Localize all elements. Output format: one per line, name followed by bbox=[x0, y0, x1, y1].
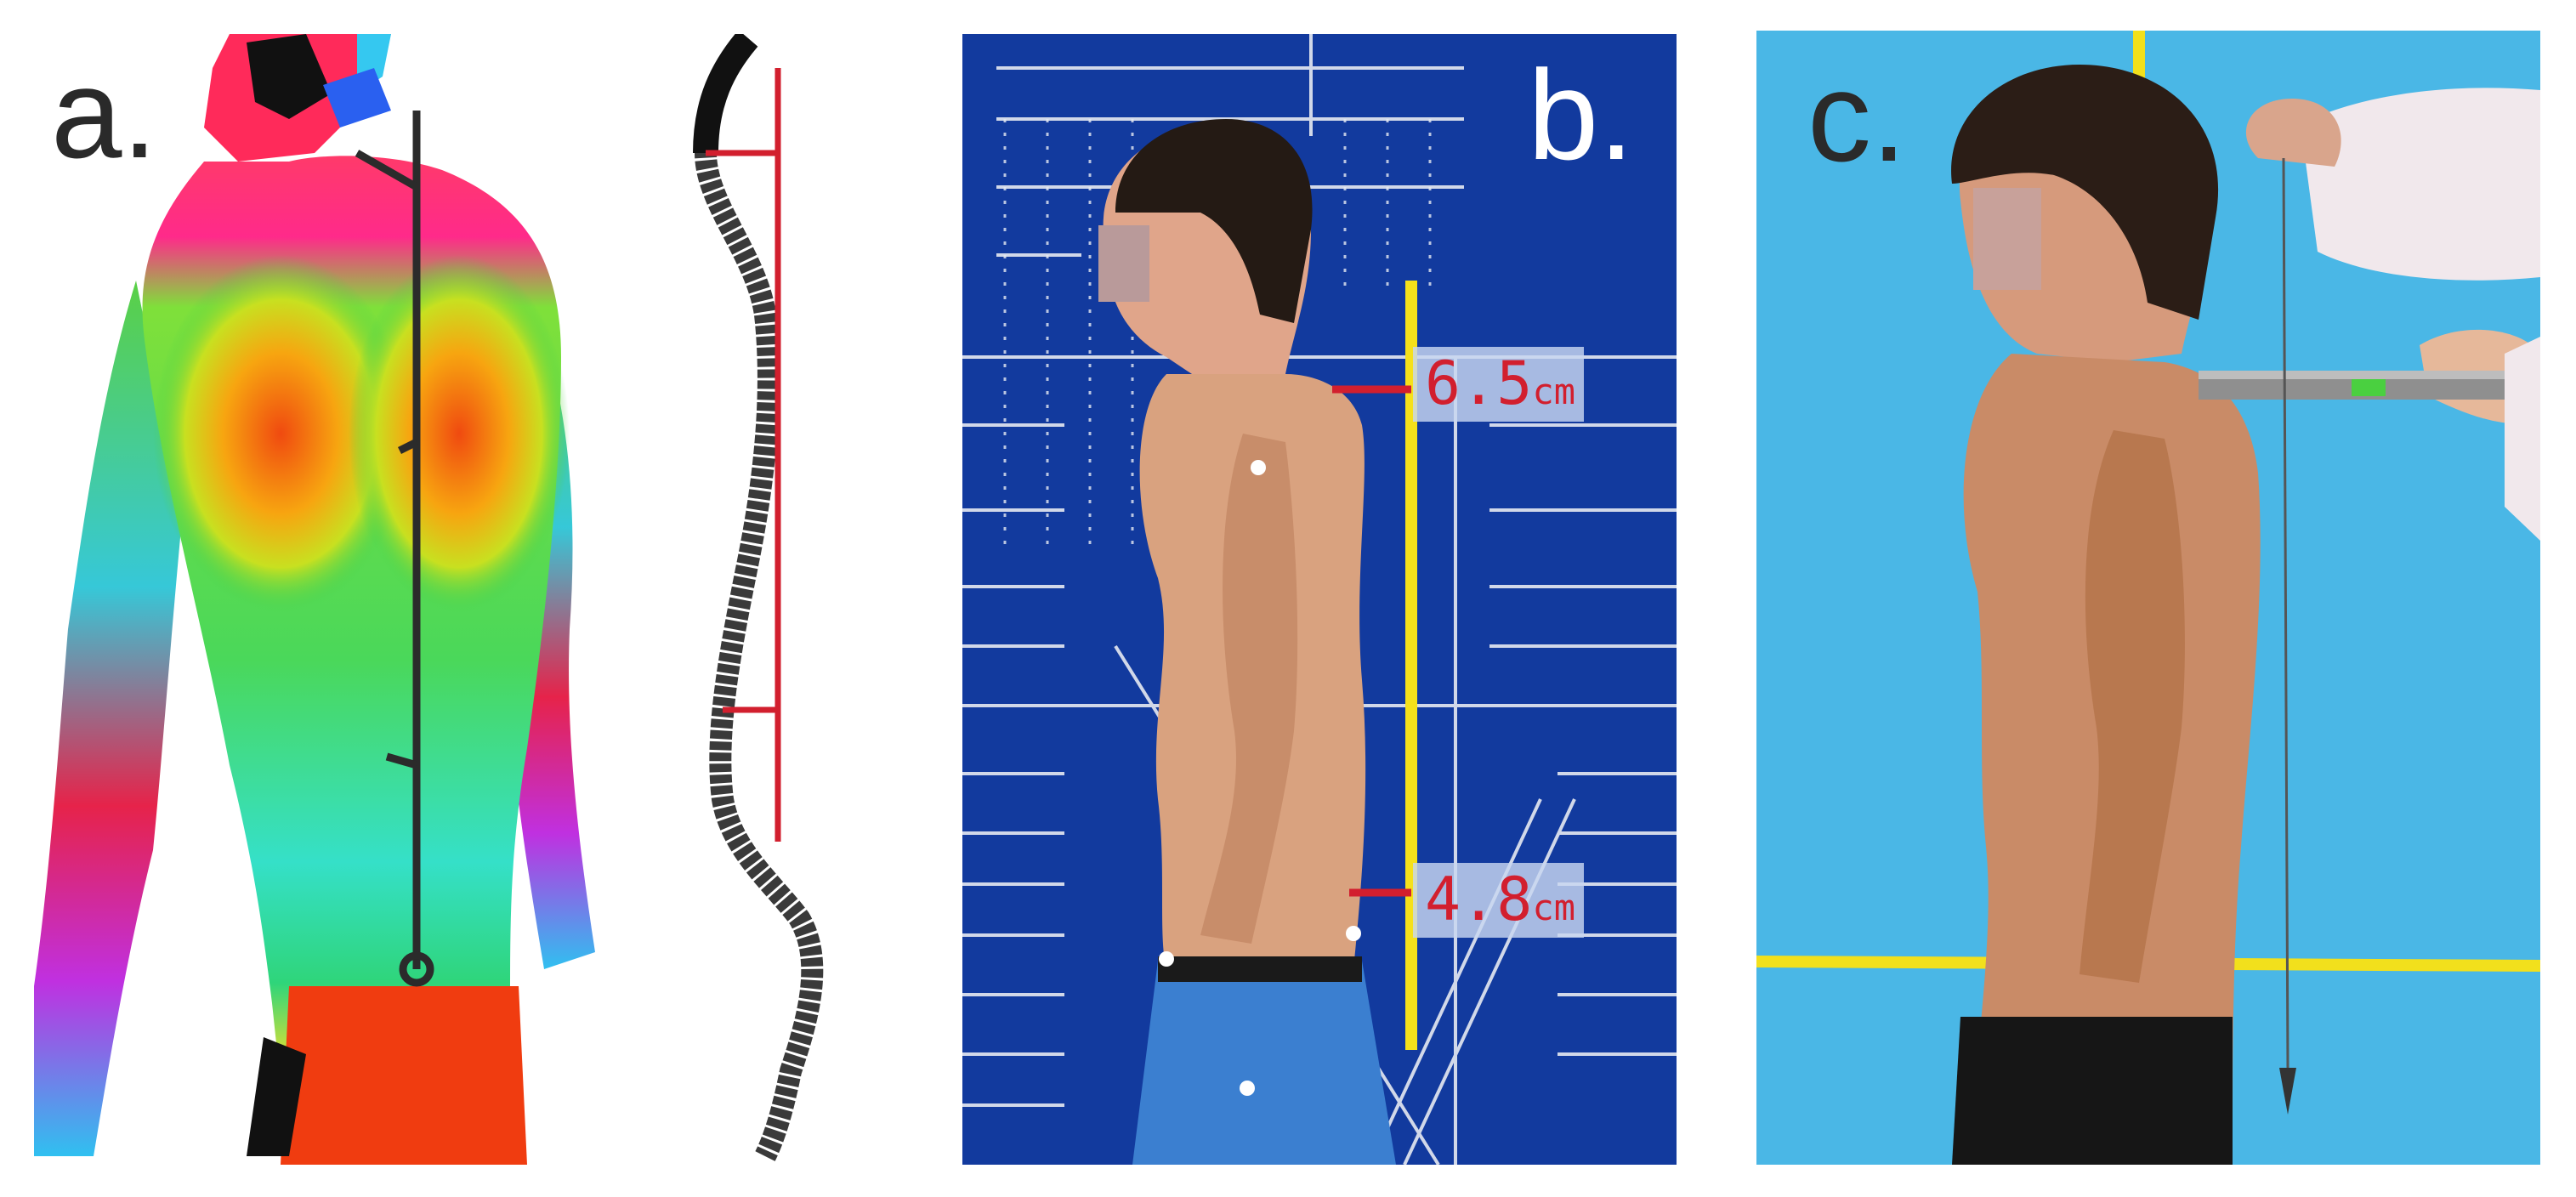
subject-side-profile-c bbox=[1951, 65, 2261, 1165]
ruler bbox=[2199, 371, 2505, 400]
lumbar-distance-unit: cm bbox=[1532, 887, 1576, 928]
subject-side-profile bbox=[1098, 119, 1396, 1165]
plumb-bob bbox=[2279, 157, 2296, 1115]
profile-reference-lines bbox=[706, 68, 781, 842]
panel-c: c. bbox=[1756, 31, 2540, 1165]
head-region bbox=[204, 34, 391, 162]
spine-profile bbox=[693, 34, 824, 1161]
panel-a: a. bbox=[34, 34, 918, 1165]
lumbar-distance-label: 4.8cm bbox=[1413, 863, 1585, 938]
panel-c-photo bbox=[1756, 31, 2540, 1165]
left-scapula-heat bbox=[153, 255, 408, 612]
distance-markers bbox=[1332, 385, 1411, 897]
right-scapula-heat bbox=[349, 255, 570, 612]
panel-b: 6.5cm 4.8cm b. bbox=[962, 34, 1677, 1165]
cervical-distance-unit: cm bbox=[1532, 371, 1576, 412]
panel-label-a: a. bbox=[51, 42, 158, 184]
left-arm bbox=[34, 281, 183, 1156]
panel-label-b: b. bbox=[1527, 43, 1634, 186]
examiner-arm bbox=[2245, 88, 2540, 541]
pelvis-heat bbox=[281, 986, 527, 1165]
cervical-distance-value: 6.5 bbox=[1425, 349, 1533, 418]
panel-a-figure bbox=[34, 34, 824, 1165]
panel-b-photo bbox=[962, 34, 1677, 1165]
spine-axis bbox=[355, 111, 434, 987]
lumbar-distance-value: 4.8 bbox=[1425, 865, 1533, 934]
cervical-distance-label: 6.5cm bbox=[1413, 347, 1585, 422]
panel-label-c: c. bbox=[1807, 45, 1907, 188]
